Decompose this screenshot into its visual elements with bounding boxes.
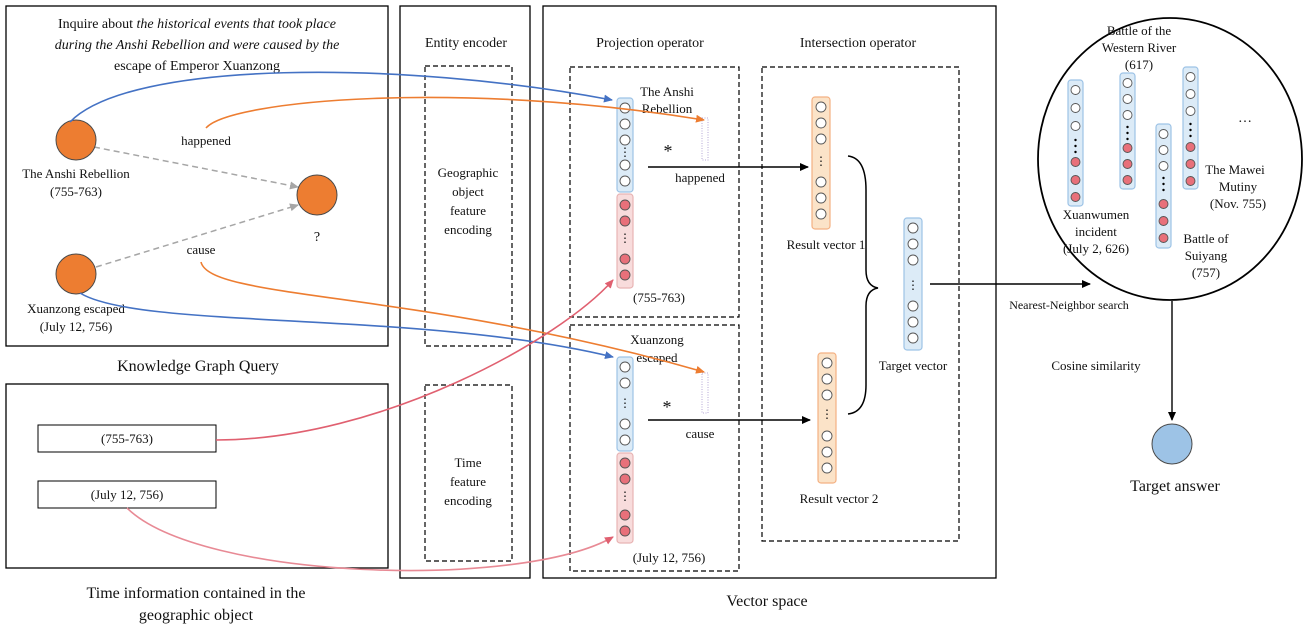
geo-encoding-line1: Geographic [438,165,499,180]
event-suiyang-line2: Suiyang [1185,248,1228,263]
xuanzong-node [55,253,97,295]
event-mawei-line1: The Mawei [1205,162,1265,177]
unknown-node-label: ? [314,230,320,245]
candidate-vector-western-river [1119,72,1136,190]
proj2-time: (July 12, 756) [633,550,706,565]
query-question-line1: Inquire about the historical events that… [58,17,336,32]
xuanzong-node-time: (July 12, 756) [40,319,113,334]
candidate-vector-suiyang [1155,123,1172,249]
svg-text:⋮: ⋮ [619,231,631,245]
svg-text:⋮: ⋮ [815,154,827,168]
cause-to-proj2-curve [200,261,705,374]
time-panel-caption-line2: geographic object [139,607,254,624]
xuanzong-node-label: Xuanzong escaped [27,301,125,316]
anshi-to-proj1-curve [69,71,613,123]
time-panel-caption-line1: Time information contained in the [87,585,306,602]
result-vector-2-label: Result vector 2 [800,491,879,506]
query-panel-caption: Knowledge Graph Query [117,358,279,375]
cosine-similarity-label: Cosine similarity [1051,358,1141,373]
candidate-vector-mawei [1182,66,1199,190]
time-encoding-line1: Time [455,455,482,470]
projection-title: Projection operator [596,36,704,51]
event-mawei-line3: (Nov. 755) [1210,196,1266,211]
time-box-anshi [37,424,217,453]
proj2-time-vector: ⋮ [616,452,634,544]
nn-search-label: Nearest-Neighbor search [1009,298,1129,312]
result-vector-2: ⋮ [817,352,837,484]
happened-to-proj1-curve [205,96,705,129]
event-ellipsis: … [1238,111,1252,126]
query-question-line3: escape of Emperor Xuanzong [114,59,280,74]
unknown-node [296,174,338,216]
cause-label: cause [187,242,216,257]
svg-text:⋮: ⋮ [619,489,631,503]
time-encoding-line2: feature [450,474,486,489]
proj1-op: * [664,141,673,161]
proj1-label-line1: The Anshi [640,84,694,99]
proj2-label-line1: Xuanzong [630,332,684,347]
proj2-relation: cause [686,426,715,441]
encoder-title: Entity encoder [425,36,507,51]
time-anshi-to-proj1-curve [215,279,614,441]
event-western-river-line3: (617) [1125,57,1153,72]
time-encoding-line3: encoding [444,493,492,508]
geo-encoding-line2: object [452,184,484,199]
result-vector-1: ⋮ [811,96,831,230]
event-western-river-line2: Western River [1102,40,1177,55]
encoder-panel [399,5,531,579]
proj2-geo-vector: ⋮ [616,356,634,452]
cause-edge [95,203,299,268]
time-xuanzong-to-proj2-curve [126,507,614,572]
target-answer-label: Target answer [1130,478,1220,495]
time-panel [5,383,389,569]
geo-encoding-line3: feature [450,203,486,218]
proj2-relation-vector [701,372,709,414]
event-xuanwumen-line3: (July 2, 626) [1063,241,1129,256]
target-answer-node [1151,423,1193,465]
event-suiyang-line1: Battle of [1183,231,1229,246]
vector-space-caption: Vector space [726,593,807,610]
event-xuanwumen-line1: Xuanwumen [1063,207,1130,222]
target-vector: ⋮ [903,217,923,351]
vector-space-panel [542,5,997,579]
candidate-vector-xuanwumen [1067,79,1084,207]
query-question-line2: during the Anshi Rebellion and were caus… [55,38,340,53]
time-box-anshi-text: (755-763) [101,431,153,446]
intersection-title: Intersection operator [800,36,917,51]
time-box-xuanzong-text: (July 12, 756) [91,487,164,502]
anshi-node-label: The Anshi Rebellion [22,166,130,181]
time-encoding-box [424,384,513,562]
event-suiyang-line3: (757) [1192,265,1220,280]
event-xuanwumen-line2: incident [1075,224,1117,239]
anshi-node [55,119,97,161]
proj1-relation: happened [675,170,725,185]
intersection-brace [847,155,879,415]
proj1-time: (755-763) [633,290,685,305]
target-vector-label: Target vector [879,358,948,373]
geo-encoding-line4: encoding [444,222,492,237]
intersection-box [761,66,960,542]
happened-label: happened [181,133,231,148]
anshi-node-time: (755-763) [50,184,102,199]
proj1-time-vector: ⋮ [616,193,634,289]
proj1-geo-vector: ⋮ [616,97,634,193]
projection-box-1 [569,66,740,318]
result-vector-1-label: Result vector 1 [787,237,866,252]
proj2-op: * [663,397,672,417]
geo-encoding-box [424,65,513,347]
happened-edge [93,146,299,190]
svg-text:⋮: ⋮ [821,407,833,421]
xuanzong-to-proj2-curve [79,292,614,359]
candidate-answer-circle [1037,17,1303,301]
query-panel [5,5,389,347]
svg-text:⋮: ⋮ [907,278,919,292]
svg-text:⋮: ⋮ [619,396,631,410]
svg-text:⋮: ⋮ [619,145,631,159]
event-western-river-line1: Battle of the [1107,23,1171,38]
proj1-relation-vector [701,117,709,161]
event-mawei-line2: Mutiny [1219,179,1258,194]
projection-box-2 [569,324,740,572]
